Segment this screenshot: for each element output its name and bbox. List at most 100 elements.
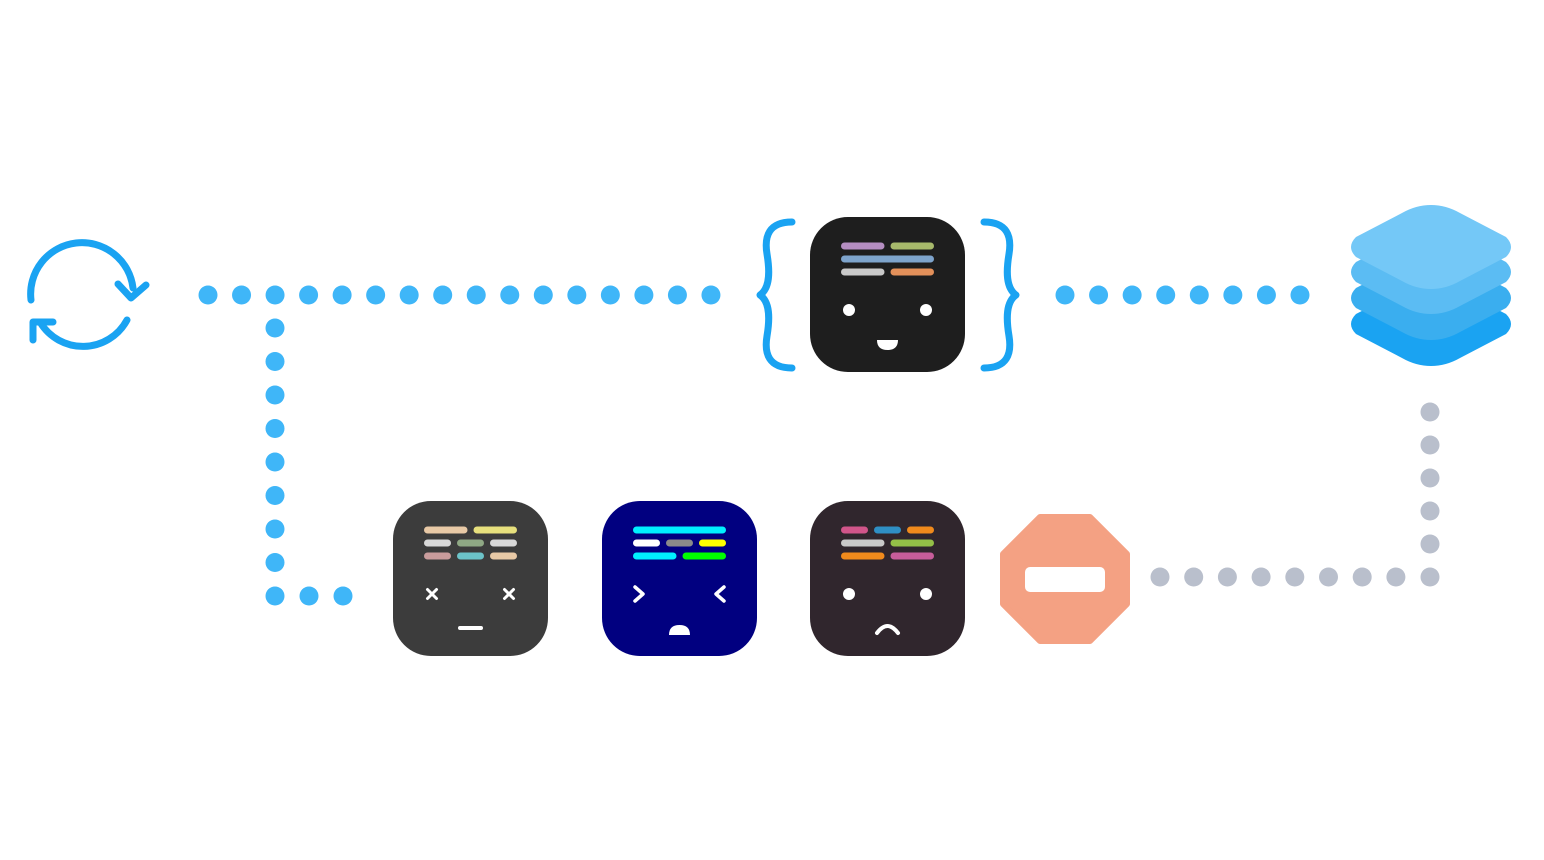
connector-dot	[466, 285, 486, 305]
connector-dot	[567, 285, 587, 305]
eye-left	[633, 585, 645, 603]
connector-dot	[1352, 567, 1372, 587]
connector-dot	[1256, 285, 1276, 305]
code-line	[890, 552, 934, 560]
mouth-frown	[875, 624, 900, 635]
theme-face-happy-icon	[810, 217, 965, 372]
connector-dot	[232, 285, 252, 305]
connector-dot	[333, 586, 353, 606]
connector-dot	[1089, 285, 1109, 305]
connector-dot	[265, 352, 285, 371]
code-line	[457, 539, 484, 547]
code-line	[841, 255, 934, 263]
connector-dot	[1420, 534, 1440, 554]
connector-dot	[1223, 285, 1243, 305]
connector-dot	[1420, 567, 1440, 587]
layers-icon	[1351, 205, 1511, 366]
connector-dot	[533, 285, 553, 305]
code-line	[633, 539, 660, 547]
eye-right	[714, 585, 726, 603]
connector-dot	[1217, 567, 1237, 587]
connector-dot	[265, 385, 285, 405]
sync-arc-top	[27, 239, 137, 304]
connector-dot	[634, 285, 654, 305]
connector-sync-to-main	[198, 285, 721, 305]
code-line	[890, 268, 934, 276]
connector-dot	[265, 285, 285, 305]
theme-tile	[393, 501, 548, 656]
connector-dot	[1184, 567, 1204, 587]
connector-dot	[265, 318, 285, 338]
connector-dot	[265, 419, 285, 438]
sync-arrowhead-bottom	[29, 318, 57, 344]
code-line	[457, 552, 484, 560]
eye-left	[426, 588, 438, 600]
eye-right	[920, 304, 932, 316]
connector-dot	[1055, 285, 1075, 305]
code-line	[424, 526, 468, 534]
connector-dot	[299, 586, 319, 606]
connector-layers-to-blocked	[1150, 402, 1440, 587]
code-line	[841, 526, 868, 534]
code-line	[682, 552, 726, 560]
code-line	[907, 526, 934, 534]
connector-dot	[366, 285, 386, 305]
connector-dot	[265, 452, 285, 472]
minus-bar	[1025, 567, 1105, 592]
code-line	[890, 242, 934, 250]
code-line	[841, 268, 885, 276]
code-line	[633, 526, 726, 534]
code-line	[424, 552, 451, 560]
connector-dot	[1285, 567, 1305, 587]
connector-dot	[1189, 285, 1209, 305]
sync-arc-bottom	[36, 316, 131, 350]
mouth-open	[669, 625, 690, 635]
cross-stroke	[426, 588, 438, 600]
connector-dot	[1251, 567, 1271, 587]
connector-dot	[1420, 501, 1440, 521]
code-line	[633, 552, 677, 560]
eye-right	[920, 588, 932, 600]
connector-branch-to-variants	[265, 318, 353, 606]
code-line	[841, 552, 885, 560]
connector-dot	[265, 586, 285, 606]
brace-right	[980, 218, 1020, 372]
layer-sheet	[1351, 205, 1511, 289]
code-line	[473, 526, 517, 534]
no-entry-icon	[1000, 514, 1130, 644]
cross-stroke	[503, 588, 515, 600]
connector-dot	[198, 285, 218, 305]
eye-left	[843, 304, 855, 316]
mouth-smile	[877, 340, 898, 350]
code-line	[666, 539, 693, 547]
connector-dot	[1420, 468, 1440, 488]
connector-dot	[667, 285, 687, 305]
connector-dot	[1122, 285, 1142, 305]
eye-left	[843, 588, 855, 600]
connector-dot	[1420, 402, 1440, 422]
braces-icon	[756, 218, 1020, 372]
connector-dot	[1420, 435, 1440, 455]
connector-dot	[299, 285, 319, 305]
connector-dot	[265, 553, 285, 572]
brace-left	[756, 218, 796, 372]
connector-dot	[433, 285, 453, 305]
code-line	[841, 242, 885, 250]
connector-dot	[600, 285, 620, 305]
connector-dot	[1319, 567, 1338, 587]
connector-dot	[265, 486, 285, 505]
connector-dot	[1290, 285, 1310, 305]
code-line	[874, 526, 901, 534]
connector-dot	[500, 285, 520, 305]
theme-tile	[810, 501, 965, 656]
eye-right	[503, 588, 515, 600]
connector-dot	[399, 285, 419, 305]
connector-dot	[265, 519, 285, 539]
connector-dot	[1156, 285, 1176, 305]
connector-main-to-layers	[1055, 285, 1310, 305]
theme-face-squint-icon	[602, 501, 757, 656]
code-line	[841, 539, 885, 547]
connector-dot	[701, 285, 721, 305]
connector-dot	[1150, 567, 1170, 587]
